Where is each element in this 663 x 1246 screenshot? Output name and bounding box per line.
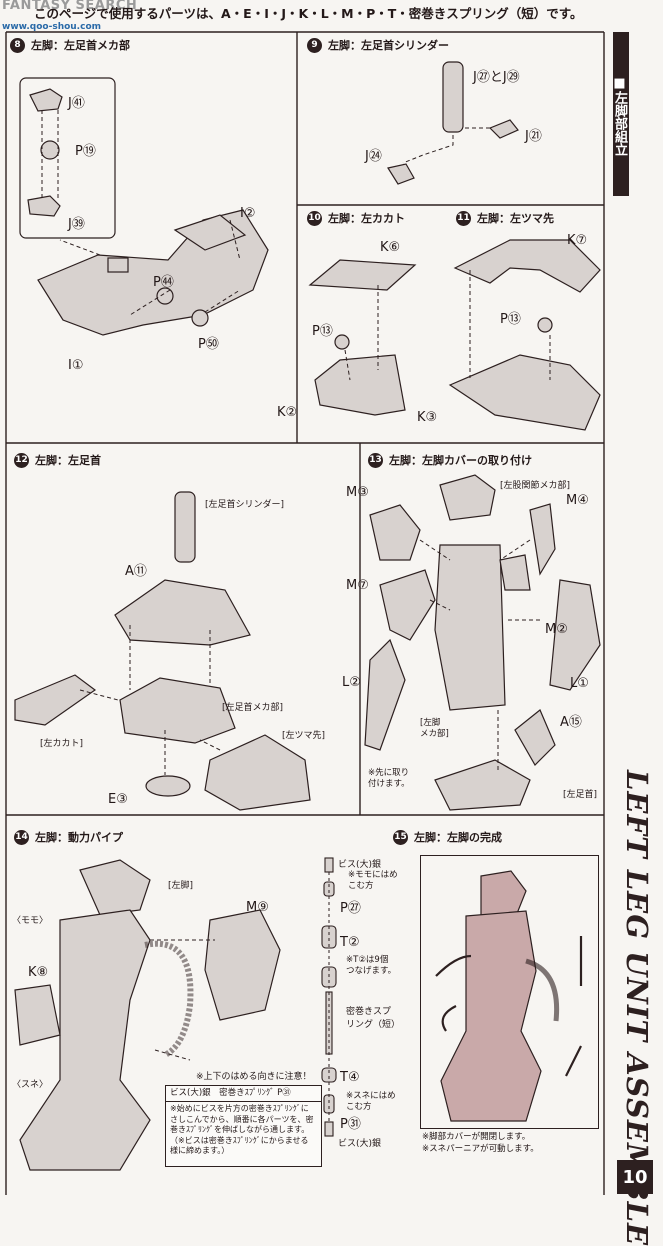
step-9-number: 9 <box>307 37 322 53</box>
label-t2: T② <box>340 935 360 950</box>
step-14-number: 14 <box>14 829 29 845</box>
step-8-heading: 8 左脚：左足首メカ部 <box>10 37 130 53</box>
pipe-parts-column <box>321 857 337 1137</box>
label-l1: L① <box>570 676 589 691</box>
label-p13-s11: P⑬ <box>500 312 521 327</box>
step-8-diagram <box>19 77 269 336</box>
label-p27: P㉗ <box>340 901 361 916</box>
label-j27-j29: J㉗とJ㉙ <box>473 70 520 85</box>
step-14-title: 左脚：動力パイプ <box>35 831 123 844</box>
label-hip: [左股関節メカ部] <box>500 481 571 491</box>
step-11-title: 左脚：左ツマ先 <box>477 212 554 225</box>
label-momo: 〈モモ〉 <box>12 916 49 926</box>
label-m9: M⑨ <box>246 900 269 915</box>
sidebar-title: ■左脚部組立 <box>612 32 629 196</box>
label-spring: 密巻きスプ リング（短） <box>346 1007 401 1030</box>
page-header: このページで使用するパーツは、A・E・I・J・K・L・M・P・T・密巻きスプリン… <box>34 6 583 21</box>
label-cylinder: [左足首シリンダー] <box>205 500 285 510</box>
step-10-diagram <box>308 259 417 416</box>
completed-leg-illustration <box>435 870 583 1122</box>
label-k3: K③ <box>417 410 438 425</box>
step-8-number: 8 <box>10 37 25 53</box>
label-l2: L② <box>342 675 361 690</box>
label-leg-mech: [左脚 メカ部] <box>420 718 449 739</box>
label-m4: M④ <box>566 493 589 508</box>
spring-note-text: ※始めにビスを片方の密巻きｽﾌﾟﾘﾝｸﾞに さしこんでから、順番に各パーツを、密… <box>170 1104 314 1155</box>
spring-note-box: ビス(大)銀 密巻きｽﾌﾟﾘﾝｸﾞ P㉛ ※始めにビスを片方の密巻きｽﾌﾟﾘﾝｸ… <box>165 1085 322 1167</box>
label-screw-top: ビス(大)銀 <box>338 860 382 870</box>
step-9-heading: 9 左脚：左足首シリンダー <box>307 37 449 53</box>
label-i2: I② <box>240 206 256 221</box>
label-j41: J㊶ <box>68 96 85 111</box>
label-toe: [左ツマ先] <box>282 731 326 741</box>
label-k7: K⑦ <box>567 233 588 248</box>
page-number: 10 <box>617 1160 653 1194</box>
completed-leg-frame <box>420 855 599 1129</box>
step-11-number: 11 <box>456 210 471 226</box>
label-a11: A⑪ <box>125 564 147 579</box>
step-8-title: 左脚：左足首メカ部 <box>31 39 130 52</box>
step-13-diagram <box>364 474 601 811</box>
step-10-title: 左脚：左カカト <box>328 212 405 225</box>
step-13-title: 左脚：左脚カバーの取り付け <box>389 454 532 467</box>
label-p50: P㊿ <box>198 337 219 352</box>
label-j21: J㉑ <box>525 129 542 144</box>
label-i1: I① <box>68 358 84 373</box>
label-m7: M⑦ <box>346 578 369 593</box>
watermark-bottom: www.qoo-shou.com <box>2 22 101 32</box>
label-k2: K② <box>277 405 298 420</box>
step-12-number: 12 <box>14 452 29 468</box>
label-t2-note: ※T②は9個 つなげます。 <box>346 955 397 976</box>
step-9-title: 左脚：左足首シリンダー <box>328 39 449 52</box>
label-screw-bottom: ビス(大)銀 <box>338 1139 382 1149</box>
step-15-title: 左脚：左脚の完成 <box>414 831 502 844</box>
label-p19: P⑲ <box>75 144 96 159</box>
label-t4: T④ <box>340 1070 360 1085</box>
label-k6: K⑥ <box>380 240 401 255</box>
label-j39: J㊴ <box>68 217 85 232</box>
step-15-heading: 15 左脚：左脚の完成 <box>393 829 502 845</box>
step-15-note-1: ※脚部カバーが開閉します。 <box>422 1132 531 1142</box>
step-13-number: 13 <box>368 452 383 468</box>
label-orientation-note: ※上下のはめる向きに注意！ <box>196 1072 312 1082</box>
label-e3: E③ <box>108 792 128 807</box>
watermark-top: FANTASY SEARCH <box>2 0 138 13</box>
step-11-heading: 11 左脚：左ツマ先 <box>456 210 554 226</box>
section-dividers <box>5 31 605 1195</box>
step-12-diagram <box>14 491 311 811</box>
step-15-number: 15 <box>393 829 408 845</box>
label-k8: K⑧ <box>28 965 49 980</box>
label-mech: [左足首メカ部] <box>222 703 284 713</box>
step-15-note-2: ※スネパーニアが可動します。 <box>422 1144 539 1154</box>
label-momo-note: ※モモにはめ こむ方 <box>348 870 398 891</box>
label-first-note: ※先に取り 付けます。 <box>368 768 410 789</box>
label-sune-note: ※スネにはめ こむ方 <box>346 1091 396 1112</box>
label-heel: [左カカト] <box>40 739 84 749</box>
step-12-title: 左脚：左足首 <box>35 454 101 467</box>
label-p51: P㉛ <box>340 1117 361 1132</box>
spring-note-row: ビス(大)銀 密巻きｽﾌﾟﾘﾝｸﾞ P㉛ <box>166 1086 321 1102</box>
step-11-diagram <box>448 239 601 431</box>
step-12-heading: 12 左脚：左足首 <box>14 452 101 468</box>
label-m2: M② <box>545 622 568 637</box>
step-13-heading: 13 左脚：左脚カバーの取り付け <box>368 452 532 468</box>
label-p44: P㊹ <box>153 275 174 290</box>
label-sune: 〈スネ〉 <box>12 1080 49 1090</box>
step-14-diagram <box>14 859 281 1171</box>
step-10-number: 10 <box>307 210 322 226</box>
label-ankle: [左足首] <box>563 790 598 800</box>
label-p13-s10: P⑬ <box>312 324 333 339</box>
label-leg: [左脚] <box>168 881 194 891</box>
step-10-heading: 10 左脚：左カカト <box>307 210 405 226</box>
label-a15: A⑮ <box>560 715 582 730</box>
step-14-heading: 14 左脚：動力パイプ <box>14 829 123 845</box>
label-m3: M③ <box>346 485 369 500</box>
step-9-diagram <box>387 61 519 185</box>
label-j24: J㉔ <box>365 149 382 164</box>
